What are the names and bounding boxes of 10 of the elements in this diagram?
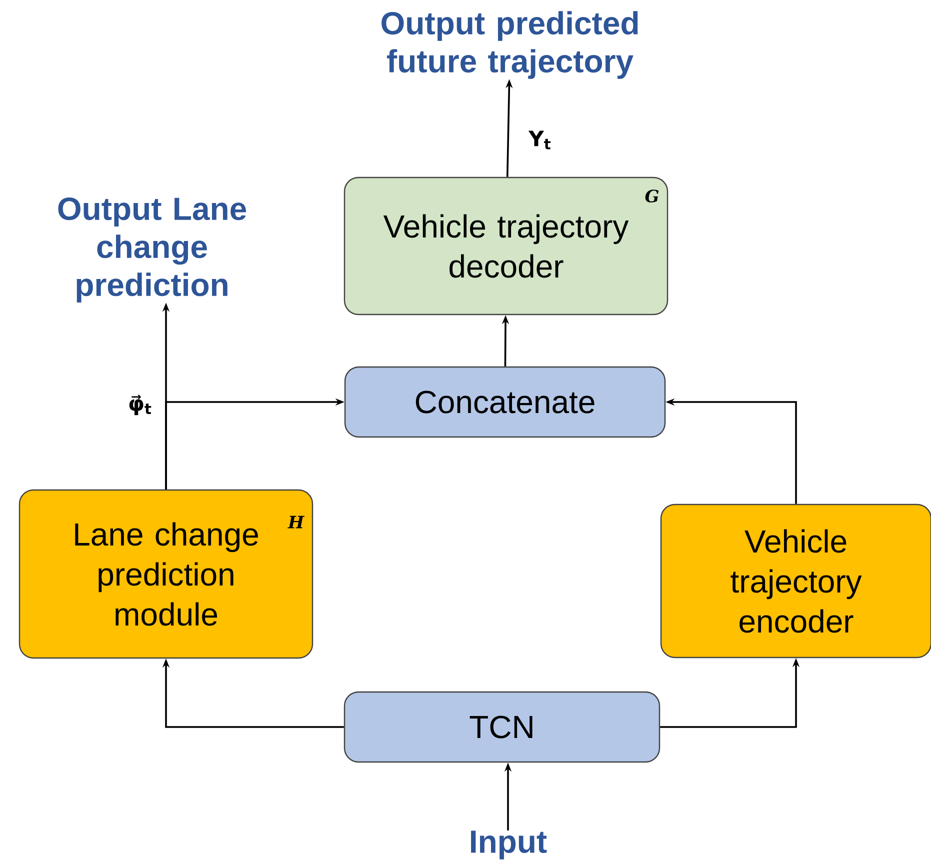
output-text: Output Lane change prediction: [58, 198, 246, 302]
process-box: Concatenate: [344, 366, 666, 438]
process-box: Vehicle trajectory encoder: [660, 504, 931, 658]
corner-letter: G: [645, 190, 659, 202]
output-text: Output predicted future trajectory: [382, 11, 638, 79]
corner-letter: H: [288, 516, 304, 528]
process-box: TCN: [344, 691, 660, 763]
input-text: Input: [471, 830, 547, 860]
edge-label: φ⃗$_{t}$: [127, 394, 153, 416]
edge-label: Y$_{t}$: [528, 130, 552, 150]
